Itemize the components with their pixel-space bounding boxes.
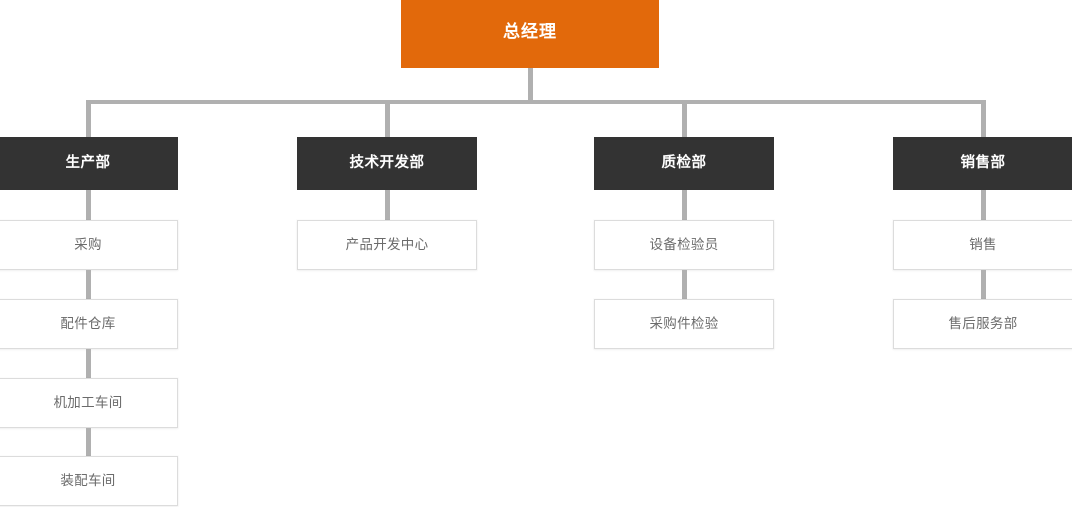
org-node-dept-1-child-3[interactable]: 机加工车间 <box>0 378 178 428</box>
org-node-dept-2[interactable]: 技术开发部 <box>297 137 477 190</box>
org-node-dept-4[interactable]: 销售部 <box>893 137 1072 190</box>
connector-dept-2-to-child-1 <box>385 190 390 220</box>
connector-horizontal-bus <box>86 100 985 104</box>
org-node-dept-4-child-2-label: 售后服务部 <box>948 315 1018 331</box>
org-node-dept-1-child-2[interactable]: 配件仓库 <box>0 299 178 349</box>
org-node-dept-3-child-1-label: 设备检验员 <box>649 236 719 252</box>
connector-dept-1-to-child-2 <box>86 270 91 299</box>
connector-dept-4-to-child-1 <box>981 190 986 220</box>
org-node-dept-2-child-1[interactable]: 产品开发中心 <box>297 220 477 270</box>
org-node-dept-2-label: 技术开发部 <box>349 154 425 171</box>
org-node-dept-4-label: 销售部 <box>960 154 1006 171</box>
connector-dept-1-to-child-1 <box>86 190 91 220</box>
connector-root-drop <box>528 68 533 102</box>
connector-bus-to-dept-1 <box>86 100 91 137</box>
connector-dept-1-to-child-4 <box>86 428 91 456</box>
connector-dept-3-to-child-1 <box>682 190 687 220</box>
org-node-dept-3-child-2[interactable]: 采购件检验 <box>594 299 774 349</box>
org-node-dept-1-child-1[interactable]: 采购 <box>0 220 178 270</box>
org-node-dept-3-child-2-label: 采购件检验 <box>649 315 719 331</box>
org-node-dept-1-child-2-label: 配件仓库 <box>60 315 116 331</box>
org-node-dept-1-label: 生产部 <box>65 154 111 171</box>
connector-dept-4-to-child-2 <box>981 270 986 299</box>
org-node-dept-1[interactable]: 生产部 <box>0 137 178 190</box>
org-node-root[interactable]: 总经理 <box>401 0 659 68</box>
connector-dept-1-to-child-3 <box>86 349 91 378</box>
org-node-dept-2-child-1-label: 产品开发中心 <box>345 236 429 252</box>
org-node-dept-4-child-1-label: 销售 <box>969 236 997 252</box>
org-node-dept-1-child-3-label: 机加工车间 <box>53 394 123 410</box>
connector-bus-to-dept-2 <box>385 100 390 137</box>
org-node-root-label: 总经理 <box>503 21 557 41</box>
connector-bus-to-dept-4 <box>981 100 986 137</box>
connector-dept-3-to-child-2 <box>682 270 687 299</box>
org-node-dept-1-child-4[interactable]: 装配车间 <box>0 456 178 506</box>
org-node-dept-3-child-1[interactable]: 设备检验员 <box>594 220 774 270</box>
org-node-dept-4-child-1[interactable]: 销售 <box>893 220 1072 270</box>
org-node-dept-1-child-1-label: 采购 <box>74 236 102 252</box>
connector-bus-to-dept-3 <box>682 100 687 137</box>
org-node-dept-3[interactable]: 质检部 <box>594 137 774 190</box>
org-node-dept-1-child-4-label: 装配车间 <box>60 472 116 488</box>
org-node-dept-3-label: 质检部 <box>661 154 707 171</box>
org-node-dept-4-child-2[interactable]: 售后服务部 <box>893 299 1072 349</box>
